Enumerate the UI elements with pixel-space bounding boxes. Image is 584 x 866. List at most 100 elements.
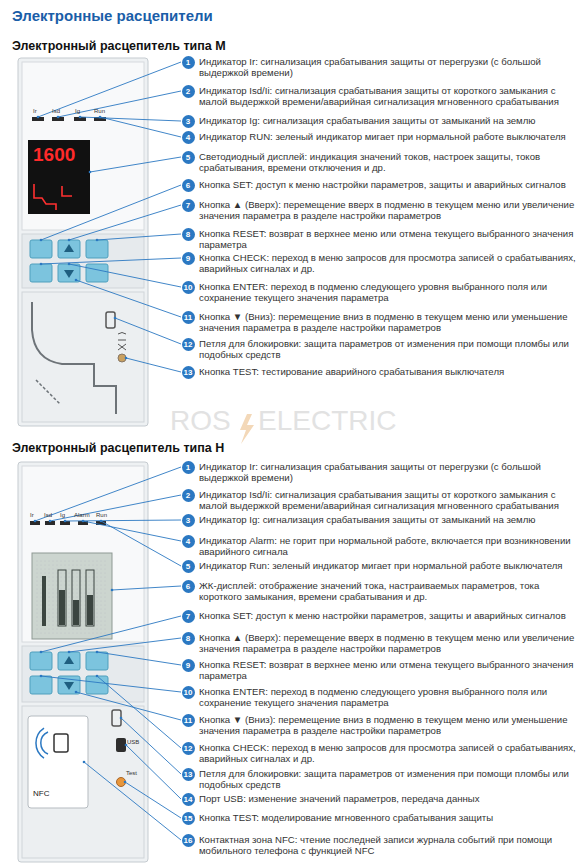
callout-number: 5 (182, 560, 195, 573)
callout-number-text: 7 (186, 612, 190, 621)
callout-number: 2 (182, 85, 195, 98)
panel-marking: Ir (33, 108, 37, 114)
leader-line (97, 234, 181, 240)
panel-marking: Test (126, 770, 137, 776)
callout-description: Кнопка RESET: возврат в верхнее меню или… (199, 228, 579, 251)
callout-number-text: 8 (186, 634, 190, 643)
leader-line (76, 692, 181, 720)
panel-marking: Run (96, 512, 107, 518)
callout-description: Кнопка CHECK: переход в меню запросов дл… (199, 252, 579, 275)
callout-number: 8 (182, 632, 195, 645)
callout-number-text: 8 (186, 230, 190, 239)
leader-line (38, 62, 181, 117)
callout-number-text: 13 (184, 770, 193, 779)
leader-dot (125, 744, 128, 747)
leader-line (126, 358, 181, 372)
leader-line (97, 652, 181, 665)
page-title: Электронные расцепители (12, 7, 213, 24)
callout-description: Индикатор Alarm: не горит при нормальной… (199, 535, 579, 558)
leader-line (41, 676, 181, 692)
callout-description: Кнопка ENTER: переход в подменю следующе… (199, 281, 579, 304)
callout-description: Индикатор Ig: сигнализация срабатывания … (199, 514, 579, 525)
callout-number-text: 10 (184, 688, 193, 697)
callout-description: Кнопка RESET: возврат в верхнее меню или… (199, 659, 579, 682)
callout-description: Индикатор Isd/Ii: сигнализация срабатыва… (199, 489, 579, 512)
leader-line (100, 117, 181, 137)
callout-number-text: 2 (186, 87, 190, 96)
panel-marking: Alarm (74, 512, 90, 518)
leader-dot (83, 761, 86, 764)
callout-number-text: 6 (186, 582, 190, 591)
callout-number: 7 (182, 199, 195, 212)
callout-description: Кнопка TEST: моделирование мгновенного с… (199, 812, 579, 823)
callout-description: Кнопка ▼ (Вниз): перемещение вниз в подм… (199, 714, 579, 737)
callout-description: Индикатор Ir: сигнализация срабатывания … (199, 56, 579, 79)
leader-dot (37, 116, 40, 119)
panel-marking: Ig (60, 512, 65, 518)
callout-number-text: 11 (184, 313, 192, 322)
section-heading: Электронный расцепитель типа M (12, 39, 226, 53)
panel-marking: NFC (33, 790, 49, 798)
callout-number: 4 (182, 131, 195, 144)
leader-dot (75, 691, 78, 694)
leader-dot (79, 116, 82, 119)
leader-line (58, 91, 181, 117)
trip-unit-h (18, 462, 148, 862)
watermark: ROS (170, 407, 231, 435)
callout-description: ЖК-дисплей: отображение значений тока, н… (199, 580, 579, 603)
callout-number-text: 9 (186, 254, 190, 263)
callout-number-text: 14 (184, 795, 193, 804)
callout-number-text: 9 (186, 661, 190, 670)
callout-number-text: 12 (184, 340, 193, 349)
callout-number: 3 (182, 514, 195, 527)
callout-description: Контактная зона NFC: чтение последней за… (199, 834, 579, 857)
leader-dot (75, 279, 78, 282)
leader-dot (68, 263, 71, 266)
leader-dot (124, 781, 127, 784)
callout-description: Кнопка TEST: тестирование аварийного сра… (199, 366, 579, 377)
leader-line (112, 586, 181, 590)
callout-number: 15 (182, 812, 195, 825)
trip-unit-m (18, 58, 148, 426)
callout-description: Светодиодный дисплей: индикация значений… (199, 151, 579, 174)
callout-description: Индикатор Ig: сигнализация срабатывания … (199, 115, 579, 126)
leader-dot (64, 520, 67, 523)
panel-marking: Ir (30, 512, 34, 518)
callout-number-text: 13 (184, 368, 193, 377)
leader-dot (100, 520, 103, 523)
leader-dot (68, 239, 71, 242)
callout-number-text: 16 (184, 836, 193, 845)
callout-number-text: 6 (186, 181, 190, 190)
callout-number: 5 (182, 151, 195, 164)
leader-dot (82, 520, 85, 523)
leader-line (121, 718, 181, 774)
callout-number: 3 (182, 115, 195, 128)
callout-number: 1 (182, 56, 195, 69)
leader-dot (125, 357, 128, 360)
leader-line (50, 495, 181, 521)
callout-description: Петля для блокировки: защита параметров … (199, 768, 579, 791)
callout-description: Индикатор RUN: зеленый индикатор мигает … (199, 131, 579, 142)
callout-description: Петля для блокировки: защита параметров … (199, 338, 579, 361)
callout-number-text: 5 (186, 153, 190, 162)
callout-number: 6 (182, 580, 195, 593)
leader-line (126, 745, 181, 799)
callout-number: 8 (182, 228, 195, 241)
leader-line (76, 280, 181, 317)
callout-description: Индикатор Ir: сигнализация срабатывания … (199, 461, 579, 484)
panel-marking: Isd (44, 512, 52, 518)
leader-dot (40, 651, 43, 654)
leader-line (69, 205, 181, 240)
callout-number: 7 (182, 610, 195, 623)
leader-dot (96, 239, 99, 242)
callout-description: Кнопка ▼ (Вниз): перемещение вниз в подм… (199, 311, 579, 334)
leader-line (41, 616, 181, 652)
leader-dot (96, 675, 99, 678)
callout-number-text: 5 (186, 562, 190, 571)
watermark-bolt (240, 414, 254, 444)
leader-line (80, 117, 181, 121)
callout-description: Индикатор Run: зеленый индикатор мигает … (199, 560, 579, 571)
callout-number: 11 (182, 714, 195, 727)
callout-number-text: 1 (186, 58, 190, 67)
callout-description: Кнопка SET: доступ к меню настройки пара… (199, 610, 579, 621)
